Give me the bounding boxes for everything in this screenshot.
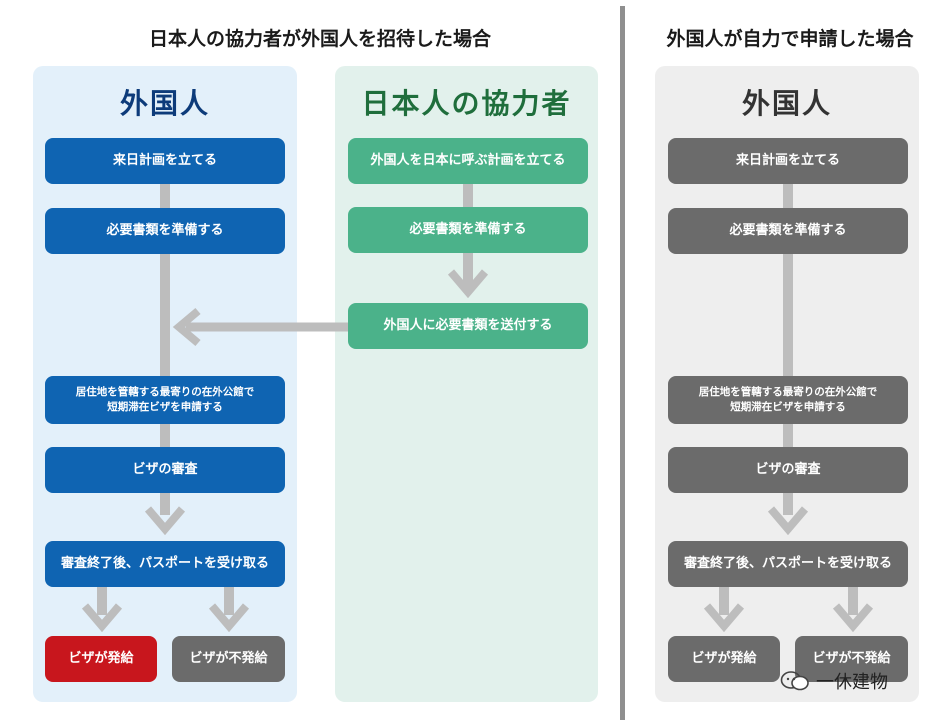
self-step-visa-review: ビザの審査 [668, 447, 908, 493]
foreigner-step-prepare-documents: 必要書類を準備する [45, 208, 285, 254]
self-outcome-split-left [719, 582, 729, 615]
collaborator-step-plan-invite: 外国人を日本に呼ぶ計画を立てる [348, 138, 588, 184]
foreigner-step-apply-visa: 居住地を管轄する最寄りの在外公館で 短期滞在ビザを申請する [45, 376, 285, 424]
foreigner-step-plan-visit: 来日計画を立てる [45, 138, 285, 184]
self-outcome-split-right [848, 582, 858, 615]
self-issued-down-arrow [703, 603, 745, 632]
foreigner-panel-title: 外国人 [119, 87, 210, 120]
self-step-receive-passport: 審査終了後、パスポートを受け取る [668, 541, 908, 587]
self-outcome-visa-issued: ビザが発給 [668, 636, 780, 682]
self-denied-down-arrow [832, 603, 874, 632]
foreigner-outcome-visa-issued: ビザが発給 [45, 636, 157, 682]
foreigner-step-receive-passport: 審査終了後、パスポートを受け取る [45, 541, 285, 587]
collaborator-down-arrow [447, 269, 489, 298]
collaborator-panel-title: 日本人の協力者 [361, 87, 572, 120]
left-scenario-heading: 日本人の協力者が外国人を招待した場合 [148, 28, 491, 50]
scenario-divider [620, 6, 625, 720]
foreigner-review-down-arrow [144, 506, 186, 535]
watermark: 一休建物 [780, 668, 888, 694]
foreigner-step-visa-review: ビザの審査 [45, 447, 285, 493]
foreigner-connector-line [160, 170, 170, 515]
self-outcome-visa-denied: ビザが不発給 [795, 636, 908, 682]
foreigner-outcome-split-right [224, 582, 234, 615]
self-step-apply-visa: 居住地を管轄する最寄りの在外公館で 短期滞在ビザを申請する [668, 376, 908, 424]
self-step-plan-visit: 来日計画を立てる [668, 138, 908, 184]
self-step-prepare-documents: 必要書類を準備する [668, 208, 908, 254]
foreigner-issued-down-arrow [81, 603, 123, 632]
foreigner-denied-down-arrow [208, 603, 250, 632]
self-panel-title: 外国人 [741, 87, 832, 120]
watermark-text: 一休建物 [816, 672, 888, 693]
right-scenario-heading: 外国人が自力で申請した場合 [666, 28, 914, 50]
foreigner-outcome-split-left [97, 582, 107, 615]
chat-bubbles-icon [780, 671, 809, 691]
collaborator-step-send-documents: 外国人に必要書類を送付する [348, 303, 588, 349]
collaborator-step-prepare-documents: 必要書類を準備する [348, 207, 588, 253]
foreigner-outcome-visa-denied: ビザが不発給 [172, 636, 285, 682]
send-documents-left-arrow [172, 307, 352, 347]
self-review-down-arrow [767, 506, 809, 535]
self-connector-line [783, 170, 793, 515]
